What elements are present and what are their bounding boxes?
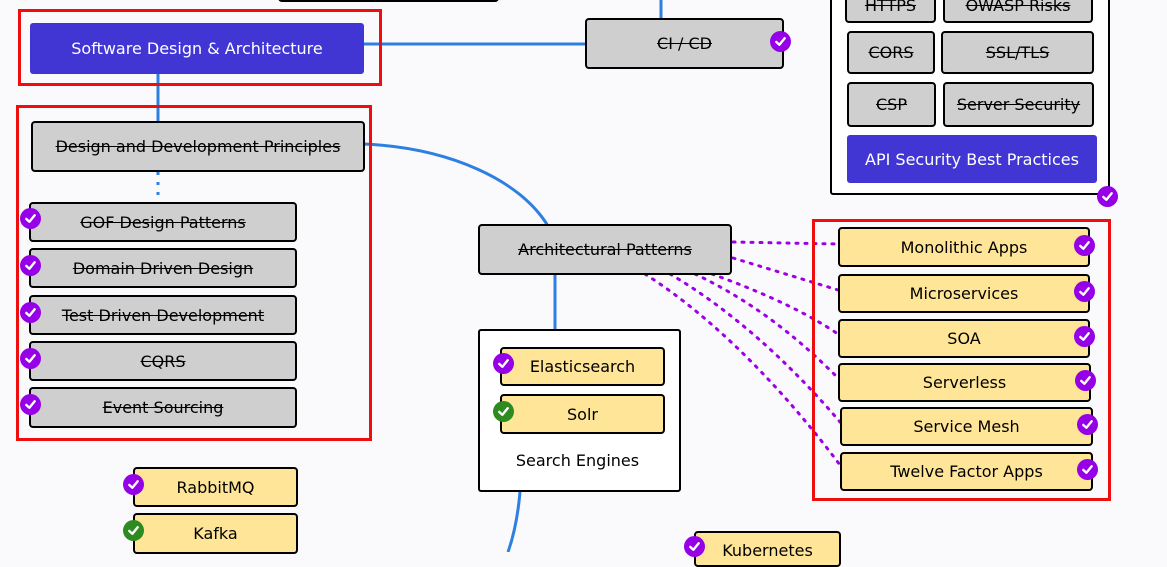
node-label: RabbitMQ <box>176 477 255 497</box>
connector-search-bottom <box>506 491 522 552</box>
node-label: SOA <box>947 329 981 348</box>
node-label: CI / CD <box>657 34 712 53</box>
node-label: Elasticsearch <box>529 357 636 376</box>
done-check-icon <box>20 394 41 415</box>
kafka-node[interactable]: Kafka <box>133 513 298 554</box>
ci-cd-node[interactable]: CI / CD <box>585 18 784 69</box>
done-check-icon <box>1074 235 1095 256</box>
api-security-node[interactable]: API Security Best Practices <box>847 135 1097 183</box>
monolithic-node[interactable]: Monolithic Apps <box>838 227 1090 267</box>
top-partial-node[interactable] <box>278 0 499 2</box>
node-label: Microservices <box>909 284 1019 303</box>
done-check-icon <box>1097 186 1118 207</box>
search-engines-label: Search Engines <box>515 451 640 470</box>
highlight-software-design <box>18 9 382 86</box>
dotted-arch-microservices <box>731 256 840 292</box>
kubernetes-node[interactable]: Kubernetes <box>694 531 841 567</box>
cors-node[interactable]: CORS <box>847 31 935 74</box>
dotted-arch-serverless <box>693 272 840 380</box>
in-progress-check-icon <box>493 401 514 422</box>
dotted-arch-twelve-factor <box>643 272 842 467</box>
solr-node[interactable]: Solr <box>500 394 665 434</box>
node-label: CSP <box>876 95 907 114</box>
node-label: Serverless <box>922 373 1007 392</box>
rabbitmq-node[interactable]: RabbitMQ <box>133 467 298 507</box>
soa-node[interactable]: SOA <box>838 319 1090 358</box>
serverless-node[interactable]: Serverless <box>838 363 1091 402</box>
node-label: Service Mesh <box>913 417 1020 436</box>
node-label: Monolithic Apps <box>900 237 1028 257</box>
node-label: Kafka <box>193 524 238 543</box>
csp-node[interactable]: CSP <box>847 82 936 127</box>
in-progress-check-icon <box>123 520 144 541</box>
connector-principles-arch <box>363 142 550 227</box>
cqrs-node[interactable]: CQRS <box>29 341 297 381</box>
gof-node[interactable]: GOF Design Patterns <box>29 202 297 242</box>
node-label: Domain Driven Design <box>72 258 254 278</box>
highlight-design-principles <box>16 105 372 441</box>
node-label: Test Driven Development <box>61 305 265 325</box>
microservices-node[interactable]: Microservices <box>838 274 1090 313</box>
node-label: Server Security <box>956 95 1081 114</box>
done-check-icon <box>1074 326 1095 347</box>
server-security-node[interactable]: Server Security <box>943 82 1094 127</box>
dotted-arch-soa <box>710 272 840 336</box>
done-check-icon <box>123 474 144 495</box>
done-check-icon <box>20 208 41 229</box>
done-check-icon <box>770 31 791 52</box>
done-check-icon <box>20 255 41 276</box>
tdd-node[interactable]: Test Driven Development <box>29 295 297 335</box>
done-check-icon <box>20 348 41 369</box>
node-label: Kubernetes <box>722 541 813 560</box>
node-label: Software Design & Architecture <box>71 39 323 58</box>
node-label: CQRS <box>140 351 186 371</box>
dotted-arch-monolithic <box>731 240 840 246</box>
done-check-icon <box>684 536 705 557</box>
node-label: API Security Best Practices <box>865 149 1079 169</box>
connector-lines <box>156 0 842 552</box>
elasticsearch-node[interactable]: Elasticsearch <box>500 347 665 386</box>
design-principles-node[interactable]: Design and Development Principles <box>31 121 365 172</box>
node-label: OWASP Risks <box>965 0 1071 15</box>
owasp-node[interactable]: OWASP Risks <box>943 0 1093 23</box>
dotted-arch-service-mesh <box>668 272 842 424</box>
event-sourcing-node[interactable]: Event Sourcing <box>29 387 297 428</box>
done-check-icon <box>1077 459 1098 480</box>
https-node[interactable]: HTTPS <box>845 0 936 23</box>
ssl-tls-node[interactable]: SSL/TLS <box>941 31 1094 74</box>
service-mesh-node[interactable]: Service Mesh <box>840 407 1093 446</box>
done-check-icon <box>20 302 41 323</box>
done-check-icon <box>1077 414 1098 435</box>
node-label: SSL/TLS <box>985 43 1050 62</box>
node-label: Twelve Factor Apps <box>890 462 1043 481</box>
node-label: Solr <box>567 404 598 424</box>
architectural-patterns-node[interactable]: Architectural Patterns <box>478 224 732 275</box>
done-check-icon <box>1075 370 1096 391</box>
ddd-node[interactable]: Domain Driven Design <box>29 248 297 288</box>
node-label: Event Sourcing <box>102 398 224 417</box>
node-label: GOF Design Patterns <box>80 212 246 232</box>
node-label: Design and Development Principles <box>55 137 341 156</box>
node-label: CORS <box>868 43 914 62</box>
node-label: Architectural Patterns <box>518 240 692 259</box>
software-design-node[interactable]: Software Design & Architecture <box>30 23 364 74</box>
done-check-icon <box>493 353 514 374</box>
node-label: HTTPS <box>864 0 917 15</box>
highlight-architecture-list <box>812 219 1111 501</box>
done-check-icon <box>1074 281 1095 302</box>
twelve-factor-node[interactable]: Twelve Factor Apps <box>840 452 1093 491</box>
